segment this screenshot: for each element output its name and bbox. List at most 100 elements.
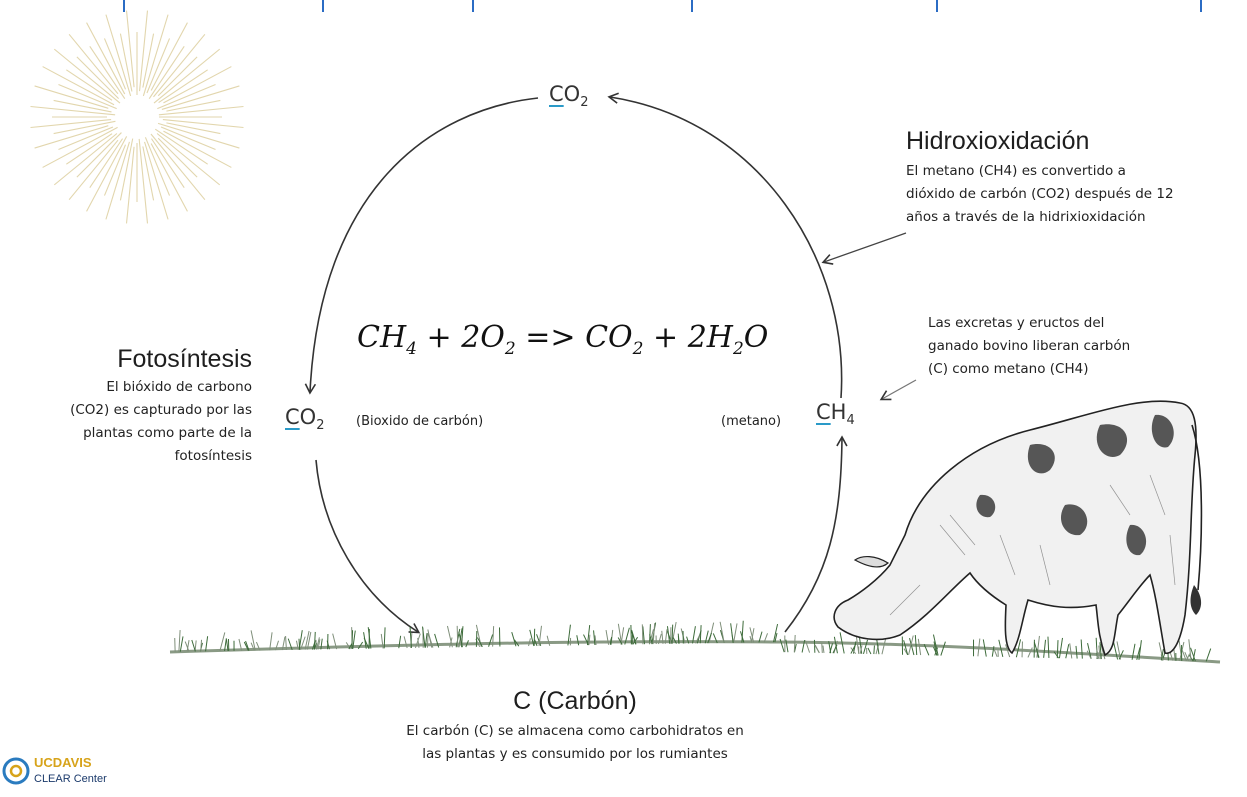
grass-blade xyxy=(1065,644,1070,659)
grass-blade xyxy=(1138,640,1142,660)
sun-ray xyxy=(34,85,109,109)
sun-ray xyxy=(58,126,114,151)
grass-blade xyxy=(1184,651,1190,662)
sun-ray xyxy=(89,138,124,188)
grass-blade xyxy=(1080,639,1083,659)
grass-blade xyxy=(345,642,351,650)
grass-blade xyxy=(1192,649,1196,662)
sun-ray xyxy=(53,133,118,186)
grass-blade xyxy=(829,643,834,654)
sun-ray xyxy=(125,10,135,88)
grass-blade xyxy=(363,632,367,649)
logo-emblem-icon xyxy=(2,757,30,785)
grass-blade xyxy=(801,639,806,653)
description-line: las plantas y es consumido por los rumia… xyxy=(422,746,728,762)
grass-blade xyxy=(1005,644,1011,658)
top-tick xyxy=(123,0,125,12)
grass-blade xyxy=(863,639,869,654)
grass-blade xyxy=(184,641,190,652)
sun-ray xyxy=(160,126,216,151)
grass-blade xyxy=(583,634,589,646)
sun-ray xyxy=(125,146,135,224)
ch4-name-label: (metano) xyxy=(721,414,782,429)
grass-blade xyxy=(934,647,938,656)
grass-blade xyxy=(779,638,785,653)
logo-clear-center: CLEAR Center xyxy=(34,773,107,785)
grass-blade xyxy=(1188,639,1192,662)
grass-blade xyxy=(822,645,825,654)
sun-ray xyxy=(166,99,221,112)
grass-blade xyxy=(993,648,998,657)
grass-blade xyxy=(426,633,429,648)
description-line: Las excretas y eructos del xyxy=(928,315,1105,331)
logo-davis-text: DAVIS xyxy=(52,755,92,770)
grass-blade xyxy=(1027,647,1033,658)
carbon-symbol: C xyxy=(285,405,300,429)
sun-ray xyxy=(53,99,112,113)
grass-blade xyxy=(424,632,428,648)
grass-blade xyxy=(351,630,354,649)
grass-blade xyxy=(903,640,909,655)
grass-blade xyxy=(873,645,875,655)
grass-blade xyxy=(457,638,463,648)
equation-operator: + xyxy=(426,320,452,355)
sun-ray xyxy=(142,14,169,97)
sun-ray xyxy=(150,143,188,212)
molecule-letter: O xyxy=(563,82,581,106)
sun-ray xyxy=(103,38,127,90)
sun-ray xyxy=(68,33,119,95)
grass-blade xyxy=(609,638,612,645)
grass-blade xyxy=(1036,635,1040,658)
grass-blade xyxy=(357,641,364,650)
arrow-co2-to-carbon xyxy=(315,459,421,634)
sun-ray xyxy=(76,132,122,178)
sun-ray xyxy=(148,46,185,100)
grass-blade xyxy=(692,626,696,644)
equation-subscript: 2 xyxy=(504,339,516,359)
grass-blade xyxy=(380,633,384,649)
grass-blade xyxy=(446,625,453,648)
carbon-description: El carbón (C) se almacena como carbohidr… xyxy=(350,720,800,766)
grass-blade xyxy=(191,639,196,652)
grass-blade xyxy=(832,644,838,654)
grass-blade xyxy=(821,642,823,653)
grass-blade xyxy=(250,642,255,651)
grass-blade xyxy=(1158,642,1164,661)
molecule-subscript: 4 xyxy=(846,413,855,429)
arrow-carbon-to-ch4 xyxy=(784,435,848,633)
sun-icon xyxy=(30,10,244,224)
equation-term: 2H xyxy=(687,320,733,355)
grass-blade xyxy=(773,623,779,643)
grass-blade xyxy=(461,626,464,648)
grass-blade xyxy=(774,632,778,643)
sun-ray xyxy=(144,141,169,220)
sun-ray xyxy=(66,133,113,165)
grass-blade xyxy=(320,638,323,650)
grass-blade xyxy=(422,626,426,648)
equation-subscript: 2 xyxy=(632,339,644,359)
grass-blade xyxy=(666,626,671,644)
molecule-letter: H xyxy=(830,400,847,424)
grass-blade xyxy=(383,627,386,649)
arrow-co2-to-plants xyxy=(304,97,539,395)
top-tick xyxy=(1200,0,1202,12)
grass-blade xyxy=(998,639,1004,658)
grass-blade xyxy=(514,639,520,647)
grass-blade xyxy=(695,635,700,644)
equation-subscript: 4 xyxy=(406,339,417,359)
grass-blade xyxy=(409,626,412,648)
grass-blade xyxy=(648,629,654,645)
grass-blade xyxy=(1136,647,1141,660)
grass-blade xyxy=(750,628,755,643)
description-line: dióxido de carbón (CO2) después de 12 xyxy=(906,186,1174,202)
grass-blade xyxy=(741,620,744,643)
grass-blade xyxy=(982,639,987,657)
grass-blade xyxy=(630,629,637,645)
grass-blade xyxy=(588,634,591,646)
grass-blade xyxy=(313,643,318,650)
description-line: El carbón (C) se almacena como carbohidr… xyxy=(406,723,744,739)
grass-blade xyxy=(686,636,690,644)
description-line: El bióxido de carbono xyxy=(106,379,252,395)
grass-blade xyxy=(275,640,279,651)
grass-blade xyxy=(1181,650,1187,662)
